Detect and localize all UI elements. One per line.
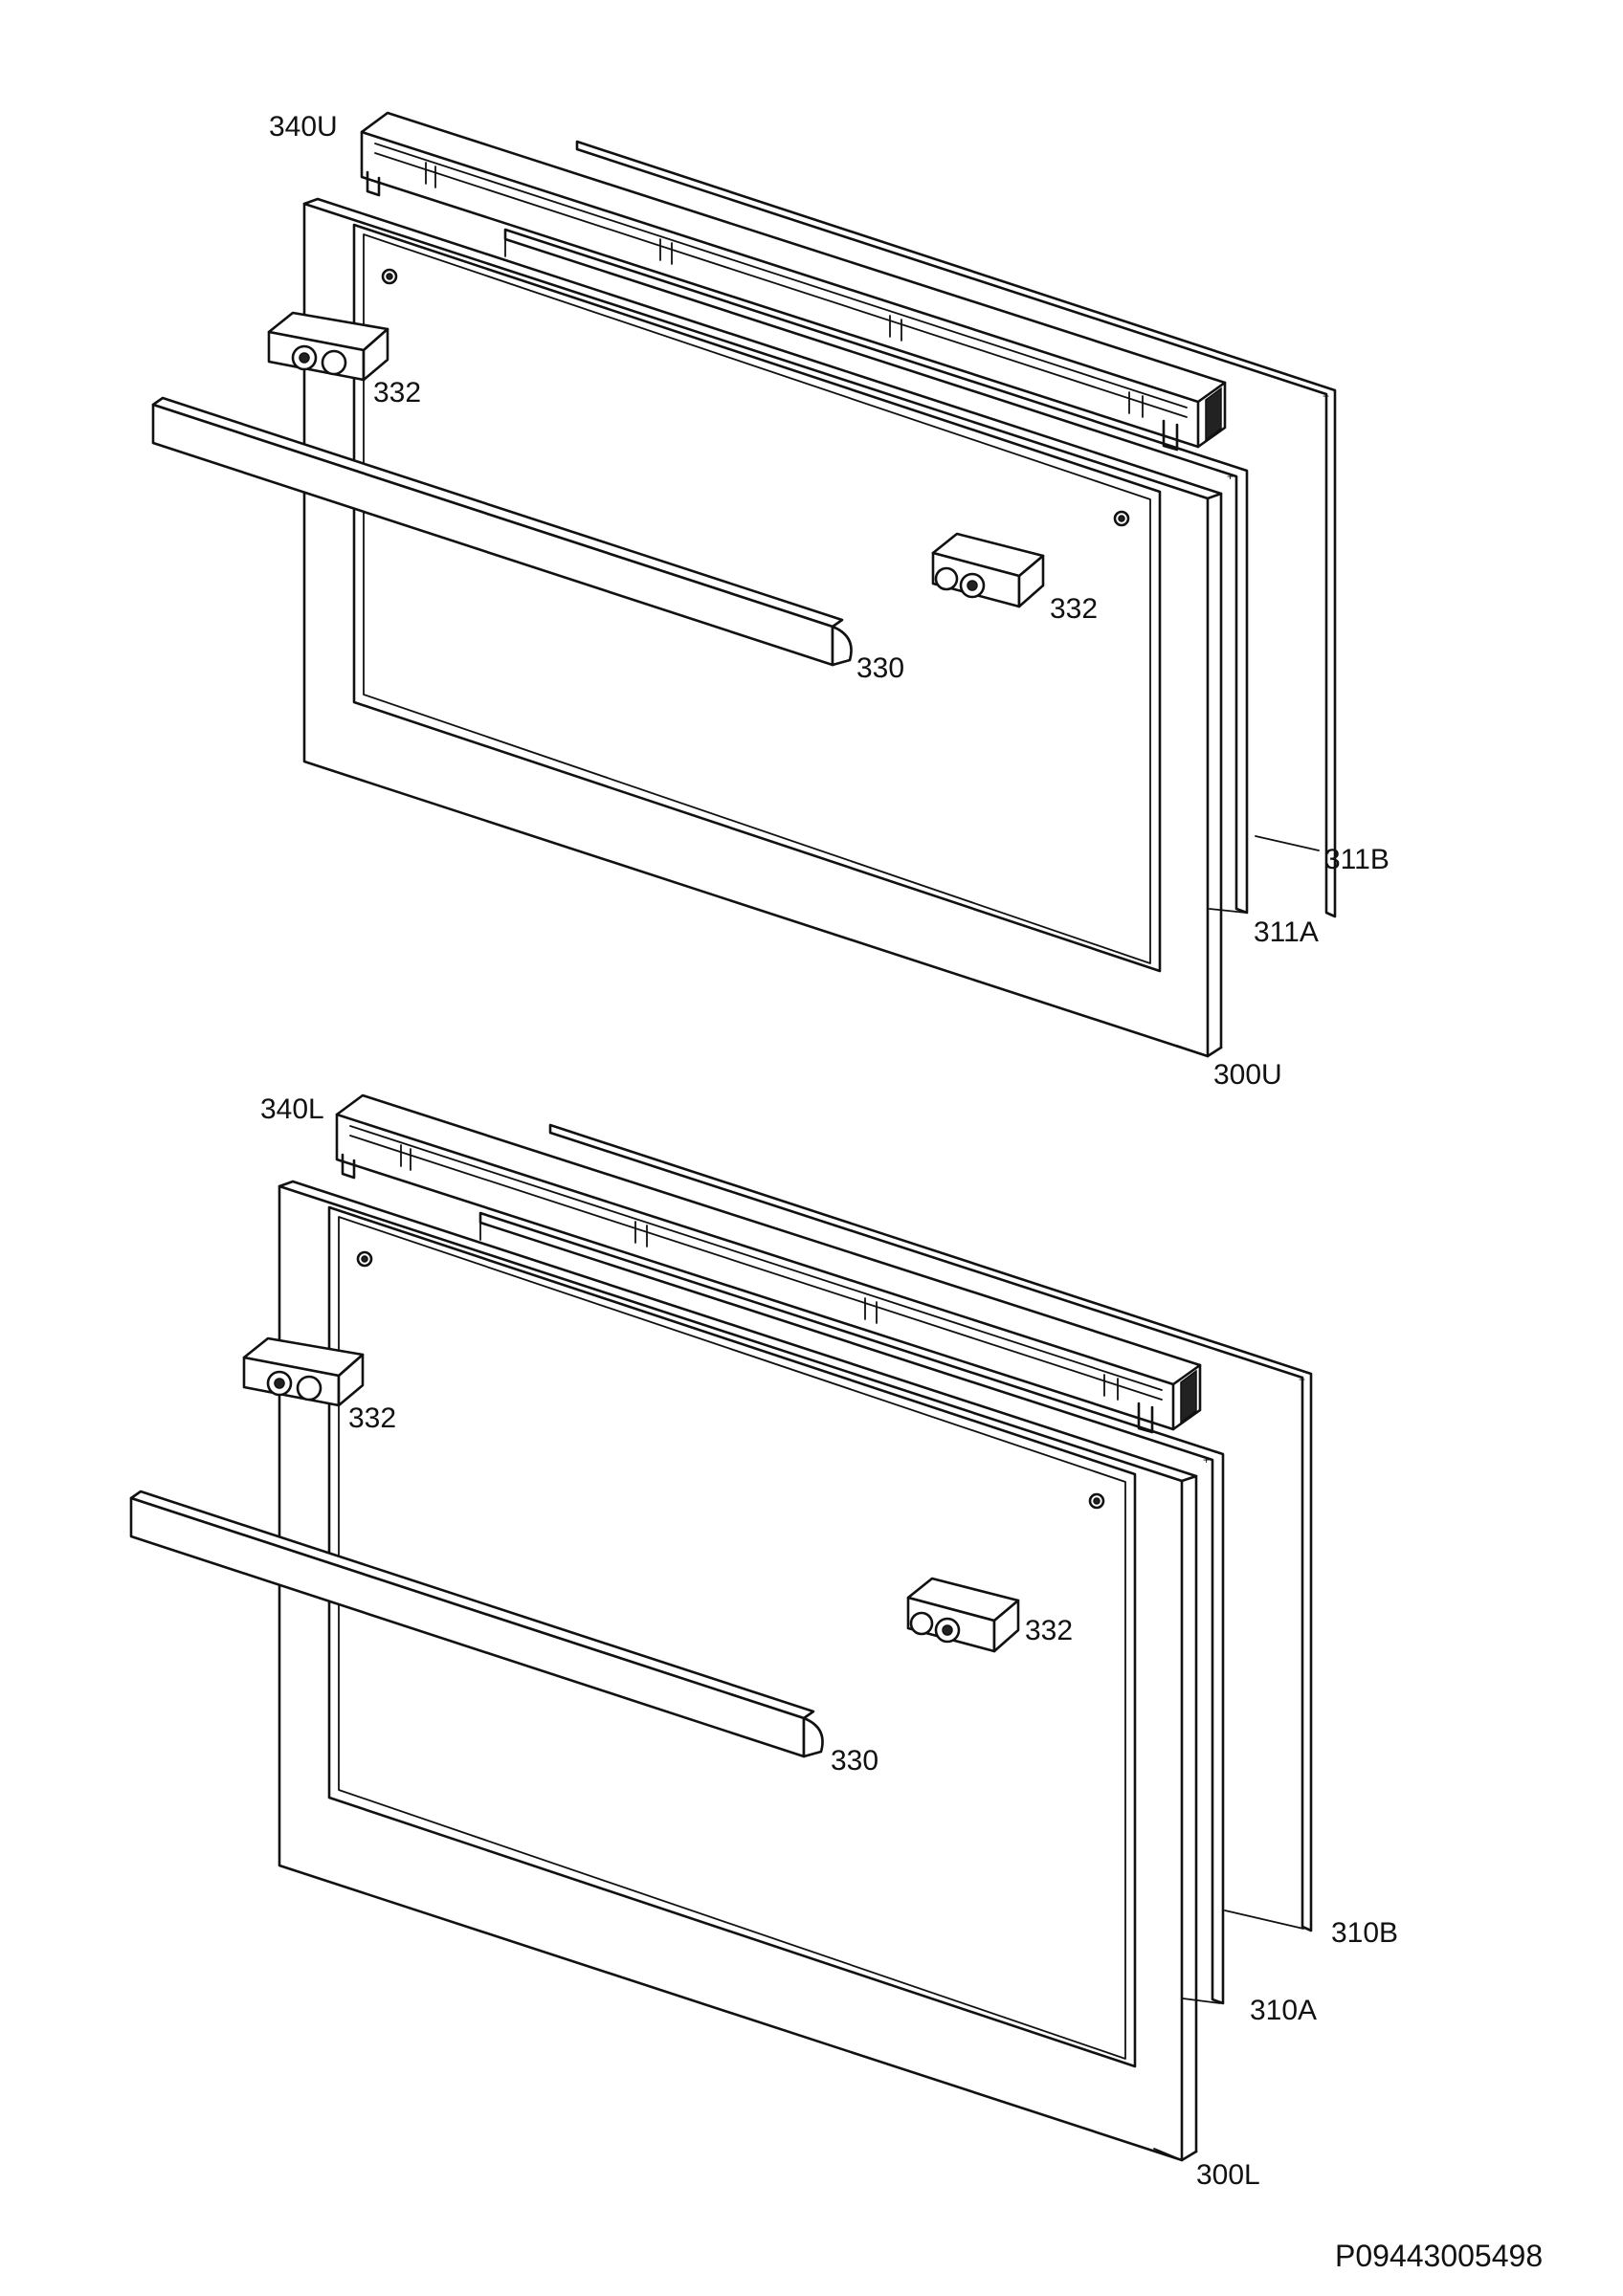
label-332-lower-left: 332 [348,1402,397,1434]
label-340u: 340U [269,111,338,143]
svg-text:+: + [1299,1373,1305,1386]
lower-hinge-block-right-332 [906,1577,1020,1653]
upper-hinge-block-right-332 [931,532,1045,608]
upper-glass-311a: + [503,228,1249,915]
label-330-upper: 330 [856,652,905,684]
lower-door-assembly: + + [129,1093,1313,2162]
lower-glass-310b: + [548,1123,1313,1932]
upper-glass-311b: + [575,140,1337,918]
label-340l: 340L [260,1093,324,1125]
label-332-upper-right: 332 [1050,593,1099,625]
lower-handle-330 [129,1490,824,1758]
label-332-lower-right: 332 [1025,1615,1074,1646]
upper-leader-lines [1176,835,1320,1057]
label-311b: 311B [1324,844,1390,875]
label-310b: 310B [1331,1917,1399,1949]
lower-leader-lines [1153,1910,1304,2161]
lower-glass-310a: + [478,1211,1225,2005]
svg-text:+: + [1323,389,1329,403]
label-311a: 311A [1254,916,1319,948]
upper-handle-330 [151,396,853,667]
svg-text:+: + [1227,470,1234,483]
upper-door-assembly: + + [151,111,1337,1058]
label-330-lower: 330 [831,1745,879,1777]
drawing-code: P09443005498 [1335,2239,1544,2273]
lower-hinge-block-left-332 [242,1336,365,1407]
label-300l: 300L [1196,2159,1260,2191]
label-332-upper-left: 332 [373,377,422,408]
lower-handle-profile-340l [335,1093,1202,1434]
upper-handle-profile-340u [360,111,1227,452]
label-310a: 310A [1250,1995,1318,2026]
svg-text:+: + [1203,1453,1210,1467]
upper-hinge-block-left-332 [267,311,389,382]
label-300u: 300U [1213,1059,1282,1091]
